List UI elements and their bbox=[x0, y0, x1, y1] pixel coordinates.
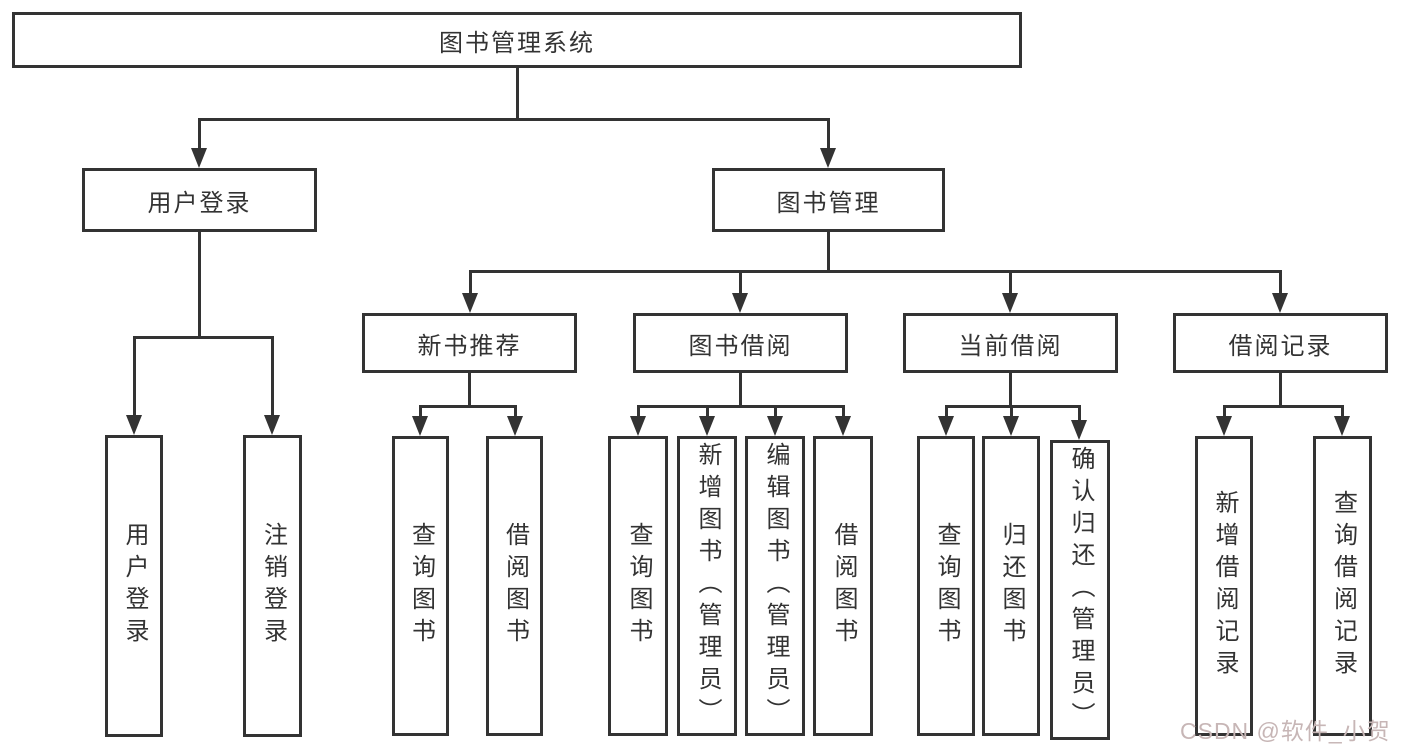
connector-vline bbox=[1279, 270, 1282, 296]
node-current-borrowing: 当前借阅 bbox=[903, 313, 1118, 373]
node-label: 注销登录 bbox=[259, 522, 287, 650]
connector-vline bbox=[774, 405, 777, 418]
arrow-down-icon bbox=[820, 148, 836, 168]
leaf-query-books-recommend: 查询图书 bbox=[392, 436, 449, 736]
node-borrowing-records: 借阅记录 bbox=[1173, 313, 1388, 373]
connector-vline bbox=[706, 405, 709, 418]
connector-hline bbox=[419, 405, 517, 408]
connector-hline bbox=[945, 405, 1081, 408]
arrow-down-icon bbox=[699, 416, 715, 436]
leaf-return-books: 归还图书 bbox=[982, 436, 1040, 736]
node-label: 借阅图书 bbox=[830, 522, 857, 650]
leaf-borrow-books-borrowing: 借阅图书 bbox=[813, 436, 873, 736]
arrow-down-icon bbox=[462, 293, 478, 313]
connector-vline bbox=[514, 405, 517, 418]
node-label: 用户登录 bbox=[147, 189, 252, 217]
node-label: 借阅图书 bbox=[501, 522, 529, 650]
leaf-add-books-admin: 新增图书（管理员） bbox=[677, 436, 737, 736]
arrow-down-icon bbox=[1002, 293, 1018, 313]
connector-vline bbox=[271, 336, 274, 417]
connector-vline bbox=[198, 232, 201, 339]
connector-vline bbox=[739, 373, 742, 408]
leaf-add-borrow-record: 新增借阅记录 bbox=[1195, 436, 1253, 736]
arrow-down-icon bbox=[412, 416, 428, 436]
node-label: 图书管理系统 bbox=[439, 29, 595, 57]
connector-vline bbox=[945, 405, 948, 418]
node-label: 查询图书 bbox=[625, 522, 652, 650]
connector-hline bbox=[469, 270, 1282, 273]
leaf-logout-login: 注销登录 bbox=[243, 435, 302, 737]
connector-vline bbox=[1279, 373, 1282, 408]
arrow-down-icon bbox=[191, 148, 207, 168]
leaf-query-books-current: 查询图书 bbox=[917, 436, 975, 736]
csdn-watermark: CSDN @软件_小贺同学 bbox=[1180, 718, 1391, 744]
leaf-edit-books-admin: 编辑图书（管理员） bbox=[745, 436, 805, 736]
arrow-down-icon bbox=[264, 415, 280, 435]
node-label: 查询图书 bbox=[407, 522, 435, 650]
connector-vline bbox=[637, 405, 640, 418]
connector-hline bbox=[133, 336, 274, 339]
connector-vline bbox=[133, 336, 136, 417]
node-label: 查询图书 bbox=[933, 522, 960, 650]
connector-vline bbox=[468, 373, 471, 408]
node-label: 图书借阅 bbox=[688, 332, 793, 360]
connector-vline bbox=[1078, 405, 1081, 421]
leaf-query-books-borrowing: 查询图书 bbox=[608, 436, 668, 736]
arrow-down-icon bbox=[835, 416, 851, 436]
node-label: 新增借阅记录 bbox=[1211, 490, 1238, 682]
arrow-down-icon bbox=[1334, 416, 1350, 436]
arrow-down-icon bbox=[767, 416, 783, 436]
node-label: 归还图书 bbox=[998, 522, 1025, 650]
node-label: 编辑图书（管理员） bbox=[762, 442, 789, 730]
connector-vline bbox=[469, 270, 472, 296]
arrow-down-icon bbox=[507, 416, 523, 436]
connector-vline bbox=[1223, 405, 1226, 418]
connector-vline bbox=[1010, 405, 1013, 418]
node-label: 用户登录 bbox=[121, 522, 148, 650]
node-label: 图书管理 bbox=[776, 189, 881, 217]
arrow-down-icon bbox=[1071, 420, 1087, 440]
leaf-query-borrow-record: 查询借阅记录 bbox=[1313, 436, 1372, 736]
connector-vline bbox=[739, 270, 742, 296]
arrow-down-icon bbox=[732, 293, 748, 313]
connector-vline bbox=[827, 232, 830, 273]
connector-hline bbox=[637, 405, 844, 408]
connector-vline bbox=[1341, 405, 1344, 418]
node-label: 确认归还（管理员） bbox=[1067, 446, 1094, 734]
node-book-borrowing: 图书借阅 bbox=[633, 313, 848, 373]
connector-hline bbox=[1223, 405, 1344, 408]
node-label: 借阅记录 bbox=[1228, 332, 1333, 360]
connector-hline bbox=[198, 118, 830, 121]
connector-vline bbox=[1009, 373, 1012, 408]
leaf-borrow-books-recommend: 借阅图书 bbox=[486, 436, 543, 736]
node-label: 新增图书（管理员） bbox=[694, 442, 721, 730]
connector-vline bbox=[1009, 270, 1012, 296]
connector-vline bbox=[516, 68, 519, 121]
connector-vline bbox=[842, 405, 845, 418]
arrow-down-icon bbox=[126, 415, 142, 435]
arrow-down-icon bbox=[938, 416, 954, 436]
arrow-down-icon bbox=[630, 416, 646, 436]
connector-vline bbox=[827, 118, 830, 152]
leaf-confirm-return-admin: 确认归还（管理员） bbox=[1050, 440, 1110, 740]
node-label: 查询借阅记录 bbox=[1329, 490, 1357, 682]
node-label: 新书推荐 bbox=[417, 332, 522, 360]
connector-vline bbox=[198, 118, 201, 152]
arrow-down-icon bbox=[1216, 416, 1232, 436]
arrow-down-icon bbox=[1003, 416, 1019, 436]
connector-vline bbox=[419, 405, 422, 418]
arrow-down-icon bbox=[1272, 293, 1288, 313]
node-user-login-branch: 用户登录 bbox=[82, 168, 317, 232]
node-label: 当前借阅 bbox=[958, 332, 1063, 360]
node-library-system: 图书管理系统 bbox=[12, 12, 1022, 68]
node-new-book-recommend: 新书推荐 bbox=[362, 313, 577, 373]
node-book-management: 图书管理 bbox=[712, 168, 945, 232]
leaf-user-login: 用户登录 bbox=[105, 435, 163, 737]
